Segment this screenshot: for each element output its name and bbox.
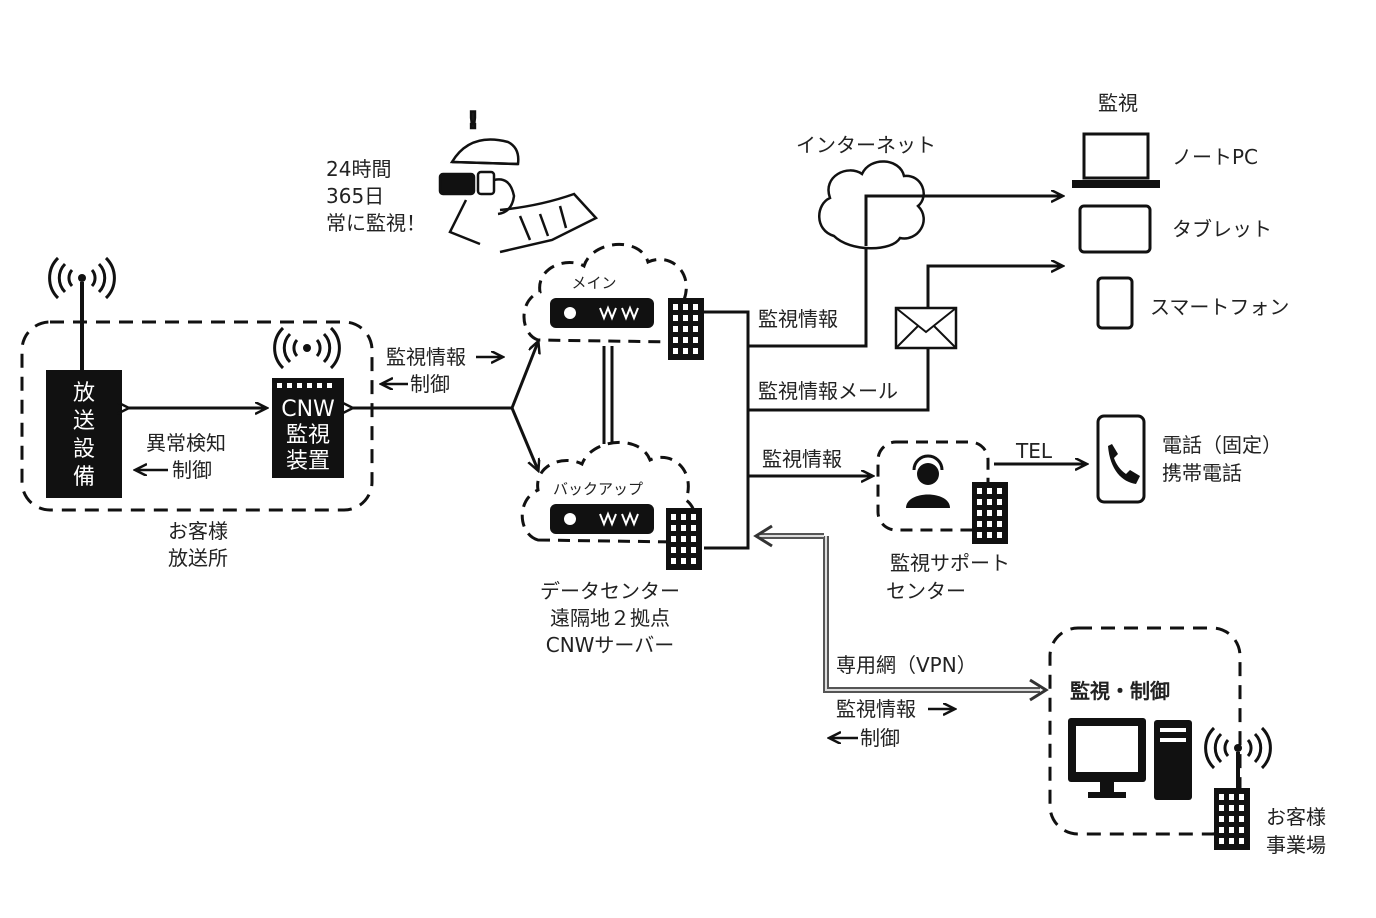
equipment-char-3: 設: [73, 437, 95, 462]
support-caption-1: 監視サポート: [890, 551, 1010, 575]
anomaly-detect-label: 異常検知: [146, 431, 226, 455]
main-cloud-icon: [522, 242, 695, 344]
svg-text:!: !: [468, 109, 478, 134]
cnw-label-line-2: 監視: [286, 423, 330, 448]
antenna-icon: [48, 256, 116, 372]
backup-label: バックアップ: [553, 480, 643, 498]
datacenter-caption-2: 遠隔地２拠点: [550, 606, 670, 630]
binoculars-person-icon: !: [438, 108, 599, 254]
mail-icon: [894, 306, 958, 350]
left-link-control-label: 制御: [410, 372, 450, 396]
office-building-icon: [1214, 788, 1250, 850]
office-caption-1: お客様: [1266, 805, 1326, 829]
backup-cloud-icon: [520, 440, 697, 544]
main-label: メイン: [571, 274, 616, 292]
route-vpn-info-label: 監視情報: [836, 697, 916, 721]
watcher-line-2: 365日: [326, 184, 384, 208]
tablet-label: タブレット: [1172, 217, 1272, 241]
left-link-info-label: 監視情報: [386, 345, 466, 369]
station-caption-2: 放送所: [168, 546, 228, 570]
office-caption-2: 事業場: [1266, 833, 1326, 857]
broadcast-equipment-box: [46, 370, 122, 498]
laptop-icon: [1072, 132, 1160, 188]
customer-station-boundary: [20, 320, 374, 512]
desktop-pc-icon: [1068, 718, 1192, 800]
route-vpn-label: 専用網（VPN）: [836, 653, 977, 677]
office-antenna-icon: [1204, 726, 1272, 790]
route-mail-label: 監視情報メール: [758, 379, 898, 403]
route-info-label-2: 監視情報: [762, 447, 842, 471]
support-center-boundary: [876, 440, 990, 532]
equipment-char-2: 送: [73, 409, 95, 434]
cnw-antenna-icon: [273, 326, 341, 370]
cnw-label-line-3: 装置: [286, 449, 330, 474]
devices-header: 監視: [1098, 91, 1138, 115]
watcher-line-3: 常に監視！: [326, 211, 426, 235]
control-label-left: 制御: [172, 458, 212, 482]
support-building-icon: [972, 482, 1008, 544]
datacenter-caption-3: CNWサーバー: [546, 633, 675, 657]
route-info-label-1: 監視情報: [758, 307, 838, 331]
equipment-char-4: 備: [73, 465, 95, 490]
backup-building-icon: [666, 508, 702, 570]
main-building-icon: [668, 298, 704, 360]
datacenter-caption-1: データセンター: [540, 579, 680, 603]
tablet-icon: [1078, 204, 1152, 254]
internet-cloud-icon: [818, 160, 1062, 250]
watcher-line-1: 24時間: [326, 157, 391, 181]
cnw-label-line-1: CNW: [281, 397, 335, 422]
smartphone-label: スマートフォン: [1150, 295, 1289, 319]
equipment-char-1: 放: [73, 381, 95, 406]
customer-office-boundary: [1048, 626, 1242, 836]
operator-icon: [906, 454, 950, 508]
phone-line-1: 電話（固定）: [1162, 433, 1282, 457]
support-caption-2: センター: [886, 579, 966, 603]
office-title: 監視・制御: [1070, 679, 1170, 703]
phone-icon: [1096, 414, 1146, 504]
route-tel-label: TEL: [1015, 439, 1053, 463]
internet-label: インターネット: [796, 133, 936, 157]
station-caption-1: お客様: [168, 519, 228, 543]
backup-server-icon: [550, 504, 654, 534]
phone-line-2: 携帯電話: [1162, 461, 1242, 485]
main-server-icon: [550, 298, 654, 328]
cnw-monitor-device: [272, 378, 344, 478]
smartphone-icon: [1096, 276, 1134, 330]
notebook-label: ノートPC: [1172, 145, 1258, 169]
route-vpn-control-label: 制御: [860, 726, 900, 750]
